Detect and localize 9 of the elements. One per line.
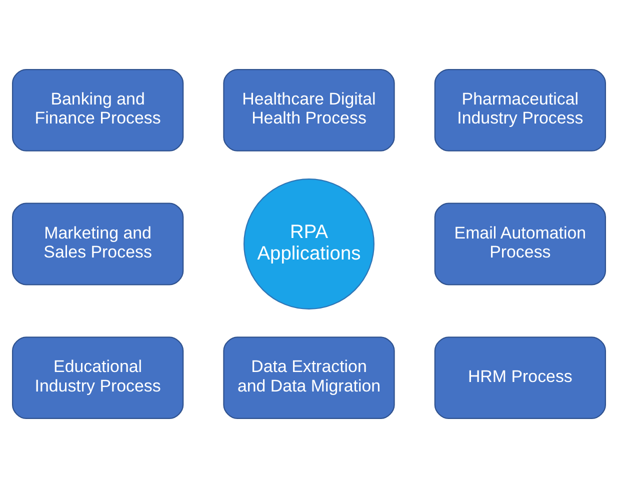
node-circle: RPA Applications [244,178,374,310]
node-box: Banking and Finance Process [12,68,184,152]
node-box: HRM Process [434,336,606,420]
node-box: Data Extraction and Data Migration [223,336,395,420]
node-box: Pharmaceutical Industry Process [434,68,606,152]
node-box: Email Automation Process [434,202,606,286]
node-box: Educational Industry Process [12,336,184,420]
node-box: Healthcare Digital Health Process [223,68,395,152]
node-box: Marketing and Sales Process [12,202,184,286]
